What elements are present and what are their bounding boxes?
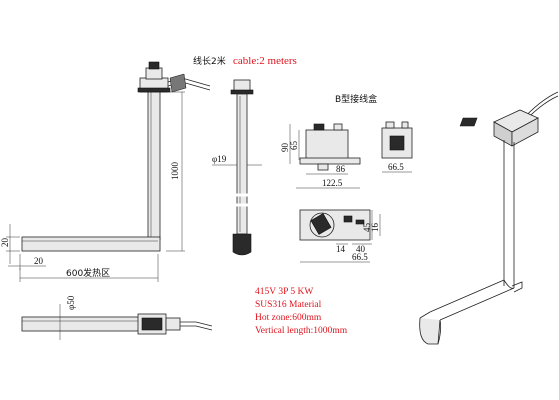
cable-length-en-label: cable:2 meters bbox=[233, 55, 297, 67]
heater-top-view: φ50 bbox=[21, 295, 213, 340]
heat-zone-label: 600发热区 bbox=[66, 267, 110, 279]
dimension-1000: 1000 bbox=[166, 91, 185, 252]
dim-45-label: 45 bbox=[362, 223, 372, 233]
spec-vertical-length: Vertical length:1000mm bbox=[255, 326, 348, 336]
junction-box-side-view: 66.5 bbox=[381, 121, 413, 173]
cable-length-cn-label: 线长2米 bbox=[193, 55, 226, 67]
dim-20-horizontal-label: 20 bbox=[34, 256, 44, 266]
dim-dia-19-label: φ19 bbox=[212, 154, 227, 164]
dim-14-label: 14 bbox=[336, 244, 346, 254]
junction-box-front-view: 90 65 86 122.5 bbox=[280, 123, 361, 189]
dim-40-label: 40 bbox=[356, 244, 366, 254]
dimension-20-vertical: 20 bbox=[0, 224, 20, 264]
dim-66-5-top-label: 66.5 bbox=[388, 162, 404, 172]
heater-side-view: φ19 bbox=[212, 79, 262, 256]
dim-90-label: 90 bbox=[280, 143, 290, 153]
heater-isometric-view bbox=[419, 91, 559, 345]
spec-material: SUS316 Material bbox=[255, 300, 322, 310]
dim-66-5-bottom-label: 66.5 bbox=[352, 252, 368, 262]
dim-dia-50-label: φ50 bbox=[66, 295, 76, 310]
dim-1000-label: 1000 bbox=[170, 162, 180, 181]
dim-122-5-label: 122.5 bbox=[322, 178, 343, 188]
spec-list: 415V 3P 5 KW SUS316 Material Hot zone:60… bbox=[255, 287, 348, 336]
spec-voltage-power: 415V 3P 5 KW bbox=[255, 287, 313, 297]
dimension-heat-zone: 600发热区 bbox=[19, 254, 159, 282]
dimension-20-horizontal: 20 bbox=[8, 254, 46, 270]
dim-20-vertical-label: 20 bbox=[0, 238, 10, 248]
junction-box-top-view: 45 16 14 40 66.5 bbox=[299, 209, 381, 263]
dim-65-label: 65 bbox=[289, 141, 299, 151]
l-shaped-heater-front-view bbox=[21, 61, 211, 252]
spec-hot-zone: Hot zone:600mm bbox=[255, 313, 322, 323]
dim-16-label: 16 bbox=[370, 223, 380, 233]
dim-86-label: 86 bbox=[336, 164, 346, 174]
junction-box-title: B型接线盒 bbox=[335, 93, 377, 105]
